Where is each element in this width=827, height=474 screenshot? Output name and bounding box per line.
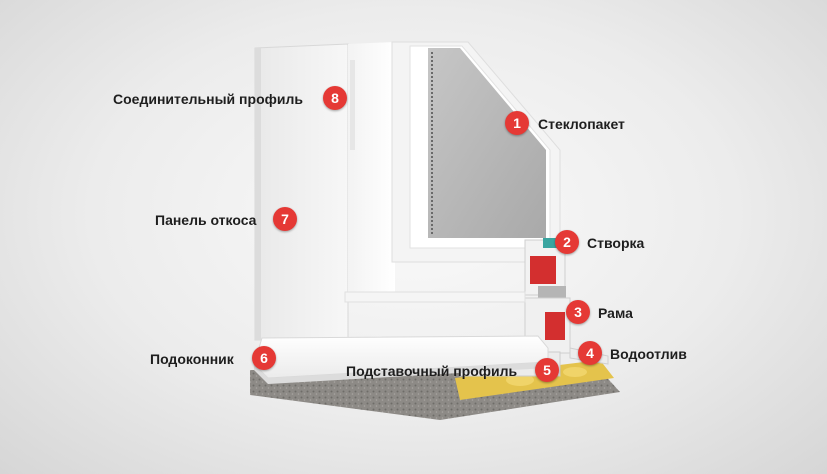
callout-label-stand-profile: Подставочный профиль: [346, 363, 518, 379]
callout-badge-5: 5: [535, 358, 559, 382]
glass-unit: [428, 48, 546, 238]
callout-label-reveal-panel: Панель откоса: [155, 212, 257, 228]
callout-badge-8: 8: [323, 86, 347, 110]
callout-badge-2: 2: [555, 230, 579, 254]
callout-label-sash: Створка: [587, 235, 645, 251]
callout-badge-3: 3: [566, 300, 590, 324]
callout-badge-1: 1: [505, 111, 529, 135]
callout-label-frame: Рама: [598, 305, 633, 321]
connecting-profile-strip: [350, 60, 355, 150]
callout-badge-7: 7: [273, 207, 297, 231]
callout-label-glass-unit: Стеклопакет: [538, 116, 625, 132]
callout-label-drip-edge: Водоотлив: [610, 346, 687, 362]
callout-badge-4: 4: [578, 341, 602, 365]
callout-label-connecting-profile: Соединительный профиль: [113, 91, 303, 107]
reveal-panel: [348, 42, 395, 302]
callout-label-windowsill: Подоконник: [150, 351, 234, 367]
callout-badge-6: 6: [252, 346, 276, 370]
